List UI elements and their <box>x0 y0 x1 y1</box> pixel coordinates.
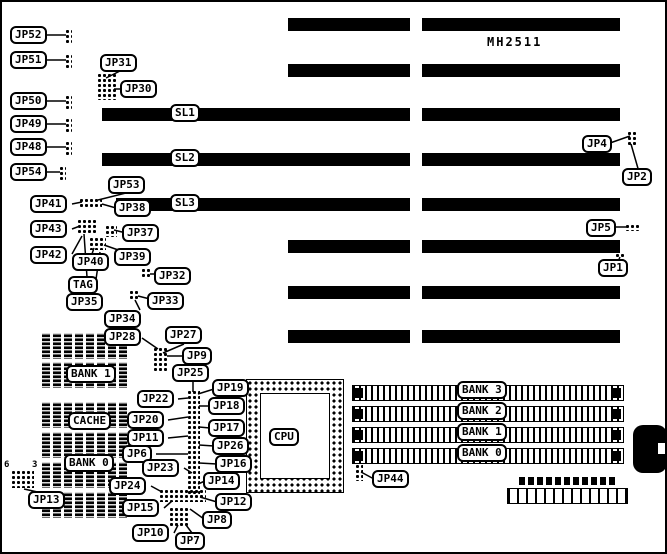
label-jp22: JP22 <box>137 390 174 408</box>
keyboard-connector-notch <box>658 443 665 454</box>
isa-slot-1-left <box>288 18 410 31</box>
pin-number-3: 3 <box>32 460 38 470</box>
label-jp32: JP32 <box>154 267 191 285</box>
jumper-jp48 <box>64 140 72 155</box>
label-jp48: JP48 <box>10 138 47 156</box>
label-jp4: JP4 <box>582 135 612 153</box>
isa-slot-7-left <box>288 286 410 299</box>
board-model-text: MH2511 <box>487 35 543 49</box>
pin-header-connector <box>507 488 628 504</box>
jumper-jp49 <box>64 117 72 132</box>
label-jp52: JP52 <box>10 26 47 44</box>
label-tag: TAG <box>68 276 98 294</box>
jumper-jp43-jp42 <box>76 218 98 234</box>
jumper-strip-center <box>186 389 200 495</box>
label-jp5: JP5 <box>586 219 616 237</box>
jumper-jp51 <box>64 53 72 68</box>
label-jp35: JP35 <box>66 293 103 311</box>
jumper-jp33-jp34 <box>128 289 140 301</box>
isa-slot-sl2-left <box>102 153 410 166</box>
label-jp27: JP27 <box>165 326 202 344</box>
label-jp23: JP23 <box>142 459 179 477</box>
label-jp33: JP33 <box>147 292 184 310</box>
label-jp28: JP28 <box>104 328 141 346</box>
label-jp30: JP30 <box>120 80 157 98</box>
label-jp49: JP49 <box>10 115 47 133</box>
label-jp31: JP31 <box>100 54 137 72</box>
jumper-jp31-jp30 <box>96 72 118 100</box>
label-jp15: JP15 <box>122 499 159 517</box>
label-jp10: JP10 <box>132 524 169 542</box>
label-jp26: JP26 <box>212 437 249 455</box>
jumper-jp44 <box>354 463 363 481</box>
label-jp40: JP40 <box>72 253 109 271</box>
solder-pad-row <box>519 477 616 485</box>
isa-slot-sl1-left <box>102 108 410 121</box>
label-jp41: JP41 <box>30 195 67 213</box>
isa-slot-sl3-right <box>422 198 620 211</box>
label-jp17: JP17 <box>208 419 245 437</box>
isa-slot-2-right <box>422 64 620 77</box>
isa-slot-8-left <box>288 330 410 343</box>
label-jp18: JP18 <box>208 397 245 415</box>
label-jp53: JP53 <box>108 176 145 194</box>
label-jp54: JP54 <box>10 163 47 181</box>
label-jp24: JP24 <box>109 477 146 495</box>
label-bank1-cache: BANK 1 <box>66 365 116 383</box>
jumper-jp52 <box>64 28 72 43</box>
isa-slot-sl1-right <box>422 108 620 121</box>
label-jp9: JP9 <box>182 347 212 365</box>
label-cpu: CPU <box>269 428 299 446</box>
label-jp42: JP42 <box>30 246 67 264</box>
label-bank1-simm: BANK 1 <box>457 423 507 441</box>
label-jp25: JP25 <box>172 364 209 382</box>
isa-slot-6-left <box>288 240 410 253</box>
isa-slot-7-right <box>422 286 620 299</box>
label-jp8: JP8 <box>202 511 232 529</box>
jumper-jp54 <box>58 165 66 180</box>
isa-slot-sl2-right <box>422 153 620 166</box>
label-jp13: JP13 <box>28 491 65 509</box>
label-jp20: JP20 <box>127 411 164 429</box>
jumper-jp27-jp28-jp9 <box>152 346 167 372</box>
label-jp37: JP37 <box>122 224 159 242</box>
label-jp12: JP12 <box>215 493 252 511</box>
label-jp2: JP2 <box>622 168 652 186</box>
label-jp16: JP16 <box>215 455 252 473</box>
jumper-jp7-jp10 <box>168 506 188 526</box>
label-jp38: JP38 <box>114 199 151 217</box>
jumper-jp32 <box>140 267 152 279</box>
jumper-jp39-jp40 <box>88 236 106 250</box>
label-jp34: JP34 <box>104 310 141 328</box>
label-bank0-simm: BANK 0 <box>457 444 507 462</box>
label-bank3-simm: BANK 3 <box>457 381 507 399</box>
label-cache: CACHE <box>68 412 112 430</box>
label-bank2-simm: BANK 2 <box>457 402 507 420</box>
jumper-jp50 <box>64 94 72 109</box>
label-sl1: SL1 <box>170 104 200 122</box>
pin-number-6: 6 <box>4 460 10 470</box>
label-jp14: JP14 <box>203 472 240 490</box>
label-jp50: JP50 <box>10 92 47 110</box>
label-sl2: SL2 <box>170 149 200 167</box>
label-jp7: JP7 <box>175 532 205 550</box>
jumper-jp4-jp2 <box>626 130 638 146</box>
label-jp1: JP1 <box>598 259 628 277</box>
label-bank0-cache: BANK 0 <box>64 454 114 472</box>
isa-slot-1-right <box>422 18 620 31</box>
label-jp44: JP44 <box>372 470 409 488</box>
label-jp39: JP39 <box>114 248 151 266</box>
label-sl3: SL3 <box>170 194 200 212</box>
jumper-jp13 <box>10 469 34 488</box>
jumper-jp5 <box>624 223 639 231</box>
isa-slot-8-right <box>422 330 620 343</box>
jumper-jp41-jp53 <box>78 197 102 207</box>
isa-slot-6-right <box>422 240 620 253</box>
label-jp43: JP43 <box>30 220 67 238</box>
label-jp19: JP19 <box>212 379 249 397</box>
jumper-strip-bottom <box>158 488 206 502</box>
label-jp51: JP51 <box>10 51 47 69</box>
isa-slot-sl3-left <box>116 198 410 211</box>
isa-slot-2-left <box>288 64 410 77</box>
